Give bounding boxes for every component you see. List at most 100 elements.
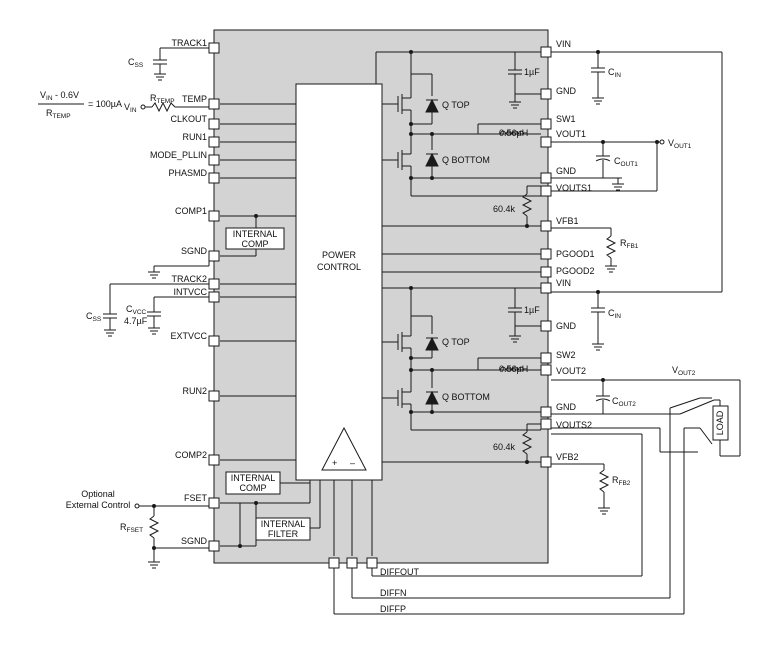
cvcc-cap	[147, 296, 209, 335]
inductor-2	[478, 366, 541, 372]
pin-sgnd-1: SGND	[181, 246, 208, 256]
pin-gnd-2: GND	[556, 166, 577, 176]
css-cap-2	[103, 283, 209, 337]
pin-pgood1: PGOOD1	[556, 249, 595, 259]
internal-wiring-right	[333, 51, 541, 556]
pin-vin-2: VIN	[556, 278, 571, 288]
diff-nets	[333, 397, 713, 615]
rtemp-resistor	[145, 101, 209, 113]
svg-text:= 100µA: = 100µA	[88, 99, 122, 109]
bottom-pins	[328, 557, 378, 569]
left-pin-labels: TRACK1 TEMP CLKOUT RUN1 MODE_PLLIN PHASM…	[150, 38, 208, 546]
inductor-2-label: 0.56µH	[499, 364, 528, 374]
power-control-line1: POWER	[322, 250, 357, 260]
q-bottom-1-label: Q BOTTOM	[442, 155, 490, 165]
cin-2-label: CIN	[608, 308, 621, 320]
css-cap-1	[153, 47, 209, 81]
rtemp-formula: VIN - 0.6V RTEMP = 100µA	[38, 90, 122, 120]
internal-comp-block-1	[225, 227, 285, 250]
pin-gnd-4: GND	[556, 402, 577, 412]
pin-vfb1: VFB1	[556, 216, 579, 226]
cout2-label: COUT2	[612, 396, 636, 408]
optional-line1: Optional	[81, 489, 115, 499]
pin-sgnd-2: SGND	[181, 536, 208, 546]
pin-extvcc: EXTVCC	[170, 331, 207, 341]
cvcc-value: 4.7µF	[124, 316, 148, 326]
label-diffp: DIFFP	[380, 604, 406, 614]
pin-mode-pllin: MODE_PLLIN	[150, 150, 207, 160]
rfb1-resistor	[551, 227, 617, 273]
internal-filter-line1: INTERNAL	[261, 519, 306, 529]
cap-1uf-1-label: 1µF	[524, 67, 540, 77]
res-60-4k-1-label: 60.4k	[493, 204, 516, 214]
pin-track2: TRACK2	[171, 274, 207, 284]
res-60-4k-2-label: 60.4k	[493, 442, 516, 452]
pin-temp: TEMP	[182, 94, 207, 104]
vout2-net	[551, 379, 741, 457]
pin-vout2: VOUT2	[556, 366, 586, 376]
cap-1uf-2	[508, 288, 541, 343]
pin-sw1: SW1	[556, 114, 576, 124]
right-pin-labels: VIN GND SW1 VOUT1 GND VOUTS1 VFB1 PGOOD1…	[556, 39, 595, 462]
label-diffout: DIFFOUT	[380, 567, 419, 577]
rfb2-label: RFB2	[612, 475, 631, 487]
cap-1uf-2-label: 1µF	[524, 305, 540, 315]
internal-comp-1-line2: COMP	[242, 239, 269, 249]
internal-filter-line2: FILTER	[268, 529, 299, 539]
mosfet-q-top-1	[397, 92, 439, 118]
css-1-label: CSS	[128, 57, 144, 69]
label-diffn: DIFFN	[380, 588, 407, 598]
right-pins	[540, 46, 552, 468]
q-bottom-2-label: Q BOTTOM	[442, 392, 490, 402]
pin-run1: RUN1	[182, 132, 207, 142]
diff-amp-plus: +	[332, 458, 337, 468]
rfb2-resistor	[551, 463, 610, 515]
vin-temp-label: VIN	[124, 102, 137, 114]
diff-amp-minus: –	[350, 458, 355, 468]
pin-run2: RUN2	[182, 386, 207, 396]
pin-phasmd: PHASMD	[168, 168, 207, 178]
pin-vouts1: VOUTS1	[556, 183, 592, 193]
rfset-label: RFSET	[120, 522, 143, 534]
svg-text:RTEMP: RTEMP	[46, 108, 71, 120]
mosfet-q-bottom-2	[397, 386, 439, 412]
pin-clkout: CLKOUT	[170, 114, 207, 124]
cin-cap-1	[551, 51, 723, 293]
optional-line2: External Control	[66, 500, 131, 510]
pin-gnd-3: GND	[556, 321, 577, 331]
res-60-4k-2	[521, 423, 541, 462]
internal-filter-block	[255, 517, 311, 541]
vout2-label: VOUT2	[672, 365, 696, 377]
pin-vout1: VOUT1	[556, 129, 586, 139]
cin-1-label: CIN	[608, 67, 621, 79]
pin-gnd-1: GND	[556, 86, 577, 96]
q-top-2-label: Q TOP	[442, 337, 470, 347]
pin-vouts2: VOUTS2	[556, 420, 592, 430]
rfset-resistor	[139, 505, 209, 569]
pin-pgood2: PGOOD2	[556, 266, 595, 276]
rfb1-label: RFB1	[620, 238, 639, 250]
inductor-1-label: 0.56µH	[499, 128, 528, 138]
cout1-label: COUT1	[614, 156, 638, 168]
pin-comp2: COMP2	[175, 450, 207, 460]
cap-1uf-1	[508, 52, 541, 109]
pin-intvcc: INTVCC	[174, 287, 208, 297]
cvcc-label: CVCC	[126, 304, 147, 316]
pin-fset: FSET	[184, 493, 208, 503]
pin-comp1: COMP1	[175, 206, 207, 216]
load-label: LOAD	[715, 410, 725, 435]
internal-wiring-left	[220, 103, 321, 547]
diff-amp	[321, 426, 367, 471]
mosfet-q-bottom-1	[397, 150, 439, 176]
css-2-label: CSS	[86, 311, 102, 323]
svg-text:VIN - 0.6V: VIN - 0.6V	[40, 90, 79, 102]
pin-vfb2: VFB2	[556, 452, 579, 462]
pin-vin-1: VIN	[556, 39, 571, 49]
vout1-net	[551, 141, 660, 192]
vout1-label: VOUT1	[668, 138, 692, 150]
inductor-1	[478, 130, 541, 136]
cin-cap-2	[591, 292, 605, 351]
sgnd-ground-1	[148, 256, 210, 279]
pin-sw2: SW2	[556, 350, 576, 360]
